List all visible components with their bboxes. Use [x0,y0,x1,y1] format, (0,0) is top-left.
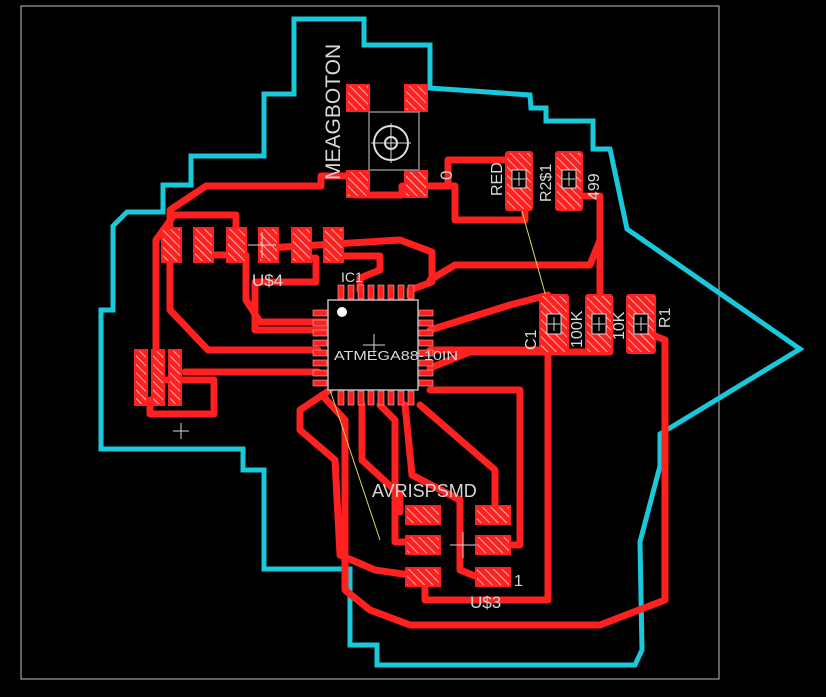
ic-pin [312,349,328,357]
ic-pin [357,390,365,406]
board-outline [98,16,805,668]
switch-pad [346,170,370,198]
ic-pin [418,369,434,377]
label-r2: R2$1 [538,164,555,202]
ic-pin [397,390,405,406]
led-red [505,151,533,211]
ic-pin [387,390,395,406]
ic-pin [377,390,385,406]
resistor-r1 [626,294,656,354]
ic-pin [312,309,328,317]
ic-pin [312,339,328,347]
ic-pin [418,309,434,317]
label-avrisp: AVRISPSMD [372,481,477,501]
resistor-10k [585,294,613,354]
ic-pin [367,284,375,300]
crosshair-icon [173,423,189,439]
label-r-10k: 10K [611,311,628,340]
ic-pin [418,329,434,337]
switch-pad [404,84,428,112]
board-frame [20,5,720,680]
label-us3: U$3 [470,593,501,612]
switch-pad [404,170,428,198]
capacitor-c1 [539,294,569,354]
label-pin1: 1 [514,573,523,590]
label-r2-value: 499 [586,173,603,200]
ic-pin [347,390,355,406]
label-red: RED [489,162,506,196]
label-meagboton-value: 0 [437,171,456,180]
ic-pin [312,359,328,367]
ic-pin [337,284,345,300]
label-meagboton: MEAGBOTON [322,44,345,180]
ic-pin [347,284,355,300]
ic-pin [418,359,434,367]
ic-pin [418,319,434,327]
ic-pin [357,284,365,300]
ic-pin [367,390,375,406]
label-atmega: ATMEGA88-10IN [334,348,458,363]
ic-pin [312,319,328,327]
ic-atmega [312,284,434,406]
ic-pin [407,284,415,300]
avrisp-header [405,505,511,587]
ic-pin [337,390,345,406]
ic-pin [312,369,328,377]
ic-pin [312,379,328,387]
resistor-r2 [555,151,583,211]
label-us4: U$4 [252,271,283,290]
airwire [329,389,381,541]
ic-pin [418,379,434,387]
label-r1: R1 [657,307,674,328]
meagboton-switch [346,84,428,198]
ic-pin [397,284,405,300]
ic-pin [418,339,434,347]
ic-pin [387,284,395,300]
switch-body [368,111,420,171]
ic-pin [407,390,415,406]
header-left [134,349,182,406]
switch-pad [346,84,370,112]
label-c1-value: 100K [569,310,586,348]
ic-pin [312,329,328,337]
ic-pin [418,349,434,357]
header-us4 [161,227,344,263]
ic-pin [377,284,385,300]
label-ic1: IC1 [341,269,363,285]
label-c1: C1 [523,329,540,350]
